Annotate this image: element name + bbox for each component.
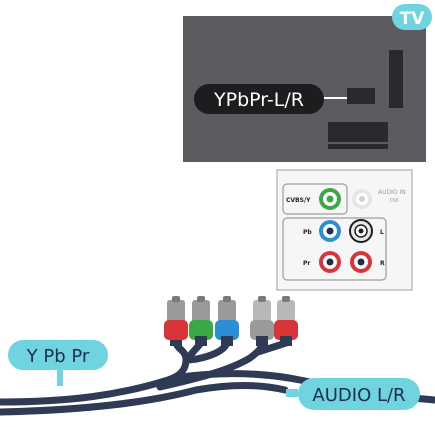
plug-red-video <box>164 300 188 340</box>
cvbs-label: CVBS/Y <box>286 197 311 204</box>
jack-cvbs-green <box>319 188 341 210</box>
cvbs-group <box>282 183 348 215</box>
tv-slot-wide <box>328 122 388 142</box>
pr-label: Pr <box>303 260 310 267</box>
audio-cable-tab <box>286 389 298 397</box>
jack-group <box>282 217 387 281</box>
jack-r-red <box>350 251 372 273</box>
plug-red-audio <box>274 300 298 346</box>
plug-tips <box>172 296 290 302</box>
connector-callout <box>194 84 324 114</box>
tv-badge-label: TV <box>400 9 426 29</box>
audio-cable-callout <box>298 378 420 410</box>
jack-panel <box>276 169 413 291</box>
tv-badge <box>392 4 432 30</box>
connector-label: YPbPr-L/R <box>213 89 304 111</box>
plug-blue-1 <box>189 300 213 346</box>
tv-slot-small <box>347 88 375 104</box>
jack-pb-blue <box>319 220 341 242</box>
jack-audio-in-grey <box>352 189 372 209</box>
video-cable-callout <box>8 340 108 370</box>
tv-slot-vertical <box>389 50 403 108</box>
plug-grey-audio <box>250 300 274 346</box>
dvi-label: DVI <box>390 198 399 204</box>
audio-cable-label: AUDIO L/R <box>312 385 405 406</box>
pb-label: Pb <box>303 229 312 236</box>
plug-blue-2 <box>215 300 239 346</box>
tv-slot-bar <box>328 144 388 149</box>
audio-in-label: AUDIO IN <box>378 189 406 196</box>
video-cable-label: Y Pb Pr <box>26 346 90 367</box>
l-label: L <box>380 229 384 236</box>
jack-l-white <box>349 219 373 243</box>
video-cable-tab <box>57 366 63 386</box>
jack-pr-red <box>319 251 341 273</box>
r-label: R <box>380 260 385 267</box>
